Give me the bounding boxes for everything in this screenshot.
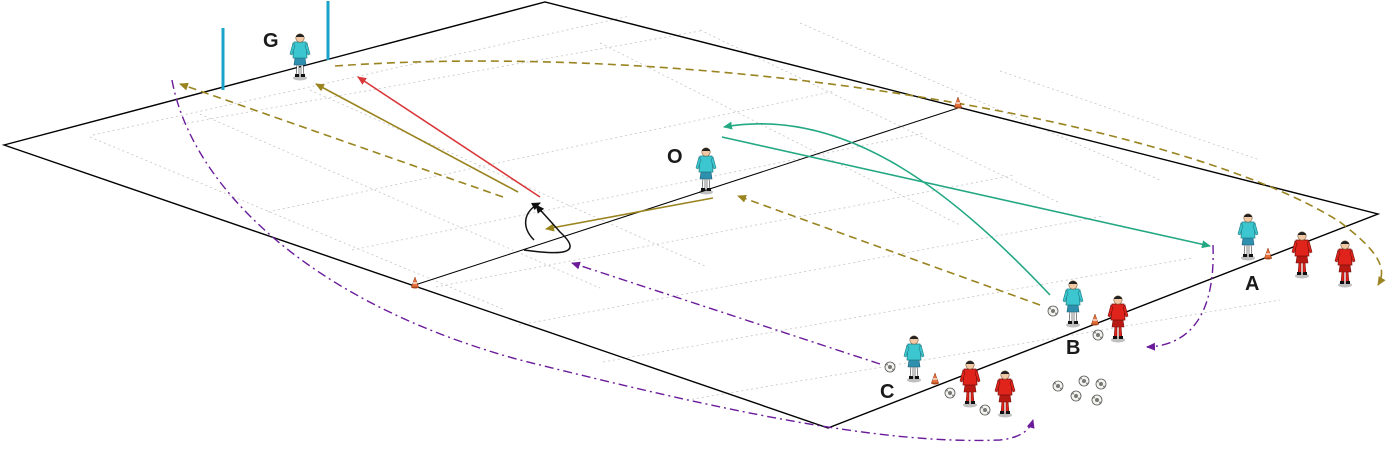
field-grid xyxy=(89,15,1281,401)
label-goalkeeper: G xyxy=(263,30,279,52)
ball-icon xyxy=(884,361,896,373)
black-turn-arrow-2 xyxy=(525,202,541,241)
ball-icon xyxy=(1078,375,1090,387)
ball-icon xyxy=(1047,305,1059,317)
cone-icon xyxy=(953,96,963,110)
label-station-a: A xyxy=(1245,273,1259,295)
player-icon-b-cyan xyxy=(1062,280,1084,328)
green-curved-arrow-to-o xyxy=(723,121,1051,296)
cones xyxy=(410,96,1273,386)
halfway-line xyxy=(414,107,959,286)
olive-shot-arrow xyxy=(315,83,519,193)
black-turn-arrow xyxy=(523,204,571,254)
label-station-c: C xyxy=(880,381,894,403)
player-icon-a-red xyxy=(1291,231,1313,279)
player-icon-a-cyan xyxy=(1237,213,1259,261)
player-icon-c-cyan xyxy=(903,335,925,383)
label-station-b: B xyxy=(1066,337,1080,359)
red-pass-arrow xyxy=(357,76,541,198)
player-icon-a-red xyxy=(1334,240,1356,288)
olive-pass-arrow xyxy=(545,197,714,232)
olive-long-run-arrow xyxy=(334,60,1386,286)
label-outfield: O xyxy=(667,146,683,168)
player-icon-c-red xyxy=(994,370,1016,418)
ball-icon xyxy=(1052,380,1064,392)
purple-run-arrow-c xyxy=(571,261,881,365)
labels: G O A B C xyxy=(263,30,1259,403)
cone-icon xyxy=(1090,313,1100,327)
ball-icon xyxy=(944,387,956,399)
green-pass-arrow-to-a xyxy=(721,136,1211,249)
cone-icon xyxy=(930,372,940,386)
olive-run-arrow xyxy=(179,82,504,198)
ball-icon xyxy=(1095,378,1107,390)
players xyxy=(289,33,1356,418)
player-icon-c-red xyxy=(959,360,981,408)
movement-arrows xyxy=(171,60,1386,442)
goalkeeper-player-icon xyxy=(289,33,311,81)
field-boundary xyxy=(1,1,1381,429)
ball-icon xyxy=(1092,329,1104,341)
goal xyxy=(221,1,330,90)
olive-run-arrow-b xyxy=(737,194,1041,306)
ball-icon xyxy=(1070,390,1082,402)
purple-short-run-arrow xyxy=(1146,244,1214,351)
player-icon-b-red xyxy=(1107,295,1129,343)
purple-long-run-arrow xyxy=(171,79,1035,442)
cone-icon xyxy=(1263,247,1273,261)
cone-icon xyxy=(410,276,420,290)
ball-icon xyxy=(1091,394,1103,406)
field xyxy=(1,1,1381,429)
ball-icon xyxy=(979,404,991,416)
